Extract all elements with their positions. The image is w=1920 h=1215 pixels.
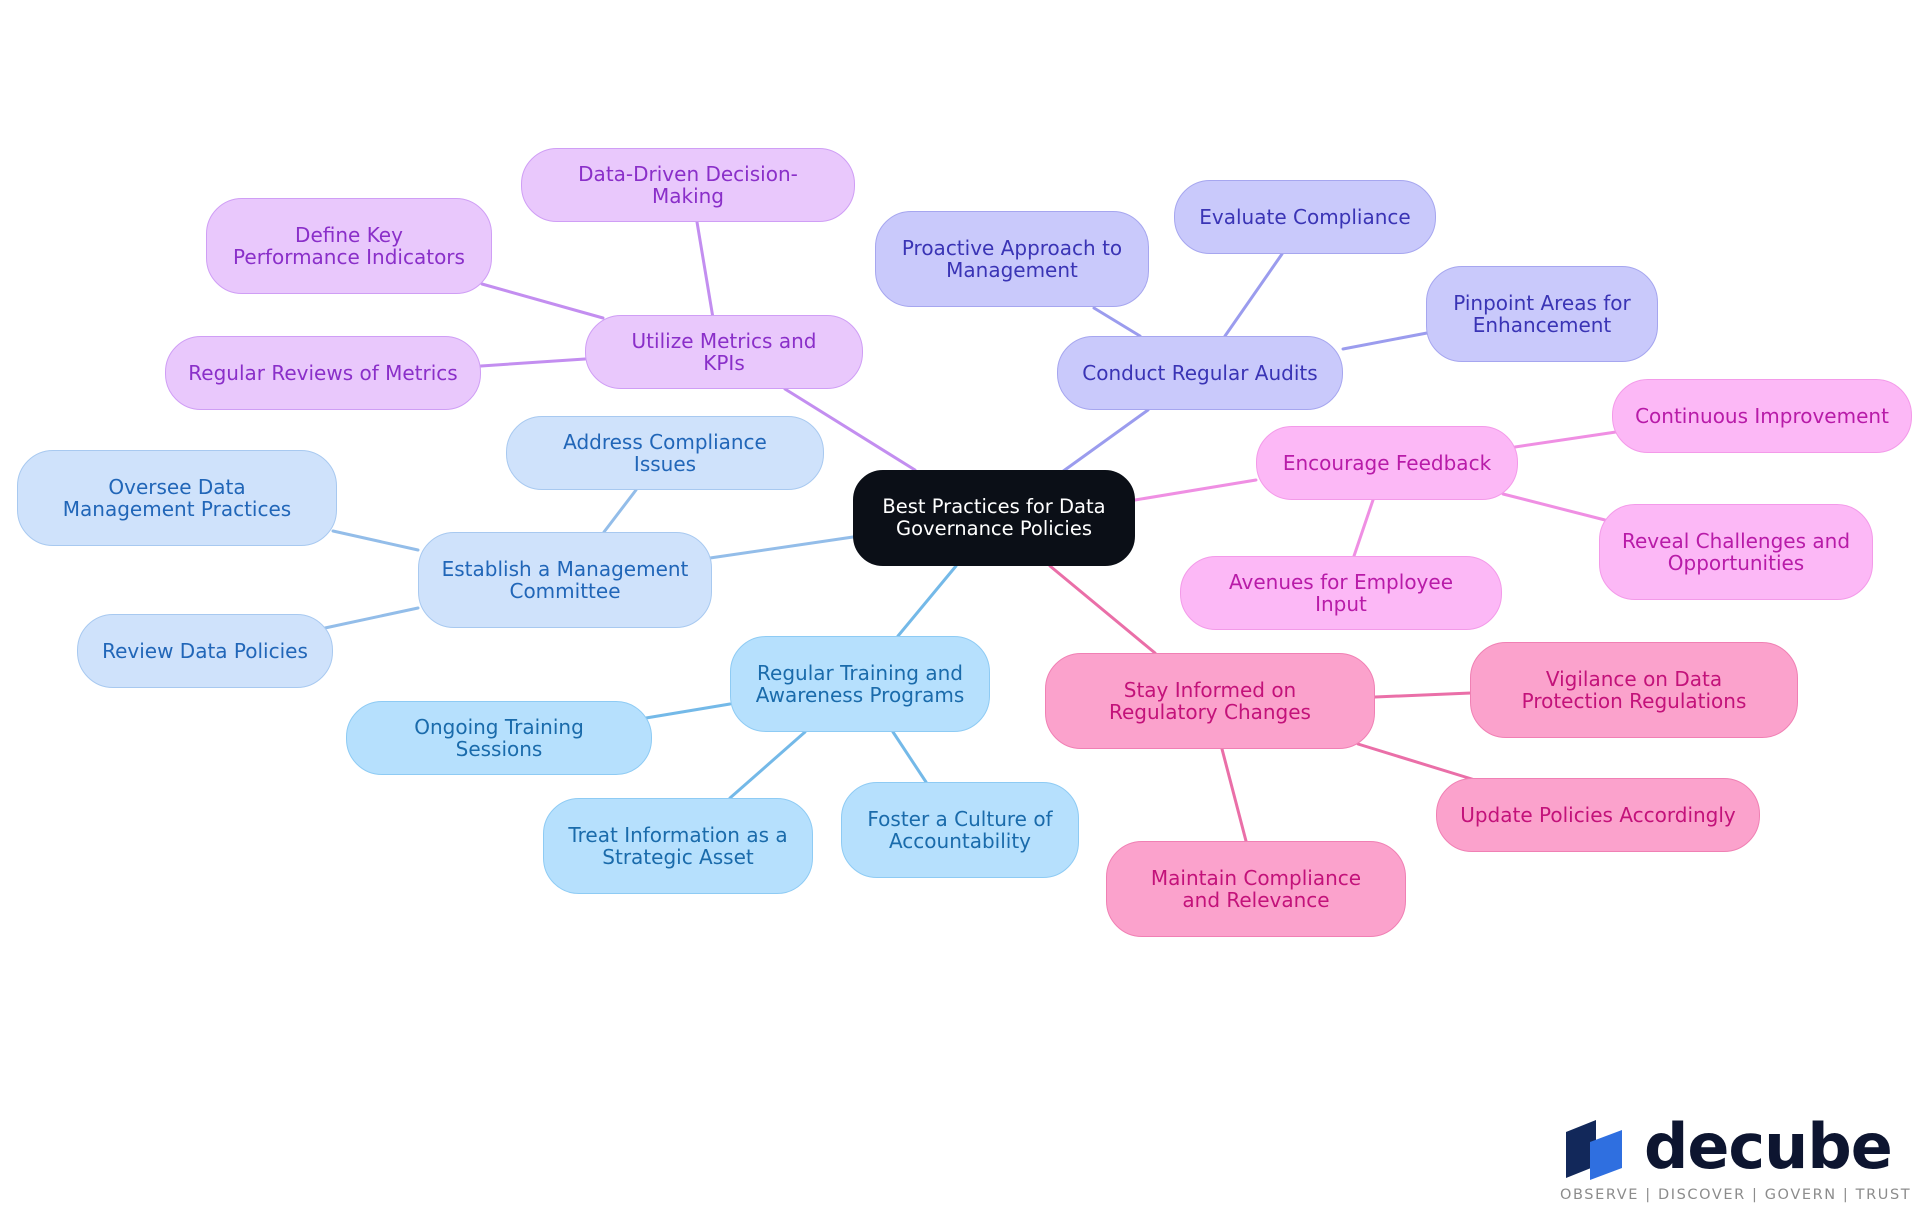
connector-line-training xyxy=(728,730,807,800)
leaf-strategic-asset: Treat Information as a Strategic Asset xyxy=(543,798,813,894)
leaf-vigilance-data-protection: Vigilance on Data Protection Regulations xyxy=(1470,642,1798,738)
leaf-label: Data-Driven Decision-Making xyxy=(578,162,798,208)
branch-training: Regular Training and Awareness Programs xyxy=(730,636,990,732)
leaf-label: Ongoing Training Sessions xyxy=(414,715,584,761)
connector-line-training xyxy=(891,730,928,784)
leaf-address-compliance: Address Compliance Issues xyxy=(506,416,824,490)
connector-line-audits xyxy=(1060,408,1150,474)
leaf-label: Pinpoint Areas for Enhancement xyxy=(1453,291,1631,337)
leaf-label: Define Key Performance Indicators xyxy=(233,223,465,269)
connector-line-audits xyxy=(1223,252,1284,338)
leaf-ongoing-training: Ongoing Training Sessions xyxy=(346,701,652,775)
branch-label: Conduct Regular Audits xyxy=(1082,361,1318,385)
leaf-label: Evaluate Compliance xyxy=(1199,205,1411,229)
branch-label: Encourage Feedback xyxy=(1282,451,1492,475)
leaf-pinpoint-areas: Pinpoint Areas for Enhancement xyxy=(1426,266,1658,362)
connector-line-audits xyxy=(1341,331,1429,351)
leaf-avenues-employee-input: Avenues for Employee Input xyxy=(1180,556,1502,630)
connector-line-regulatory xyxy=(1220,747,1248,843)
leaf-label: Regular Reviews of Metrics xyxy=(188,361,458,385)
leaf-label: Oversee Data Management Practices xyxy=(62,475,292,521)
connector-line-committee xyxy=(708,535,855,560)
leaf-label: Reveal Challenges and Opportunities xyxy=(1622,529,1851,575)
branch-feedback: Encourage Feedback xyxy=(1256,426,1518,500)
leaf-proactive-approach: Proactive Approach to Management xyxy=(875,211,1149,307)
leaf-label: Update Policies Accordingly xyxy=(1460,803,1736,827)
branch-audits: Conduct Regular Audits xyxy=(1057,336,1343,410)
leaf-evaluate-compliance: Evaluate Compliance xyxy=(1174,180,1436,254)
leaf-define-kpis: Define Key Performance Indicators xyxy=(206,198,492,294)
branch-metrics: Utilize Metrics and KPIs xyxy=(585,315,863,389)
connector-line-regulatory xyxy=(1356,742,1477,782)
root-label: Best Practices for Data Governance Polic… xyxy=(882,495,1106,540)
leaf-reveal-challenges: Reveal Challenges and Opportunities xyxy=(1599,504,1873,600)
leaf-label: Continuous Improvement xyxy=(1635,404,1889,428)
connector-line-regulatory xyxy=(1373,691,1473,699)
branch-label: Regular Training and Awareness Programs xyxy=(755,661,965,707)
leaf-data-driven-decision-making: Data-Driven Decision-Making xyxy=(521,148,855,222)
decube-logo-mark-icon xyxy=(1566,1120,1622,1180)
connector-line-audits xyxy=(1092,306,1142,338)
leaf-oversee-data-management: Oversee Data Management Practices xyxy=(17,450,337,546)
connector-line-feedback xyxy=(1352,498,1375,558)
connector-line-metrics xyxy=(783,387,917,472)
connector-line-training xyxy=(896,564,958,638)
connector-line-committee xyxy=(602,488,638,534)
connector-line-training xyxy=(644,702,732,720)
root-node: Best Practices for Data Governance Polic… xyxy=(853,470,1135,566)
leaf-label: Proactive Approach to Management xyxy=(901,236,1123,282)
decube-logo: decube OBSERVE | DISCOVER | GOVERN | TRU… xyxy=(1560,1110,1912,1210)
connector-line-committee xyxy=(323,606,420,630)
connector-line-feedback xyxy=(1501,492,1607,522)
leaf-label: Address Compliance Issues xyxy=(563,430,767,476)
leaf-continuous-improvement: Continuous Improvement xyxy=(1612,379,1912,453)
logo-tagline: OBSERVE | DISCOVER | GOVERN | TRUST xyxy=(1560,1187,1912,1203)
branch-label: Establish a Management Committee xyxy=(441,557,689,603)
leaf-label: Review Data Policies xyxy=(102,639,308,663)
connector-line-regulatory xyxy=(1048,564,1157,655)
leaf-label: Foster a Culture of Accountability xyxy=(867,807,1053,853)
branch-label: Stay Informed on Regulatory Changes xyxy=(1109,678,1311,724)
connector-line-feedback xyxy=(1513,430,1618,449)
leaf-label: Treat Information as a Strategic Asset xyxy=(568,823,788,869)
connector-line-feedback xyxy=(1133,478,1258,502)
branch-label: Utilize Metrics and KPIs xyxy=(631,329,817,375)
connector-line-metrics xyxy=(695,220,715,320)
branch-committee: Establish a Management Committee xyxy=(418,532,712,628)
leaf-label: Vigilance on Data Protection Regulations xyxy=(1521,667,1747,713)
leaf-label: Maintain Compliance and Relevance xyxy=(1150,866,1362,912)
leaf-update-policies: Update Policies Accordingly xyxy=(1436,778,1760,852)
branch-regulatory: Stay Informed on Regulatory Changes xyxy=(1045,653,1375,749)
connector-line-committee xyxy=(331,529,420,552)
leaf-regular-reviews-of-metrics: Regular Reviews of Metrics xyxy=(165,336,481,410)
leaf-maintain-compliance: Maintain Compliance and Relevance xyxy=(1106,841,1406,937)
leaf-culture-accountability: Foster a Culture of Accountability xyxy=(841,782,1079,878)
connector-line-metrics xyxy=(479,357,587,368)
leaf-label: Avenues for Employee Input xyxy=(1229,570,1453,616)
logo-wordmark: decube xyxy=(1644,1110,1893,1183)
leaf-review-data-policies: Review Data Policies xyxy=(77,614,333,688)
connector-line-metrics xyxy=(480,282,605,320)
